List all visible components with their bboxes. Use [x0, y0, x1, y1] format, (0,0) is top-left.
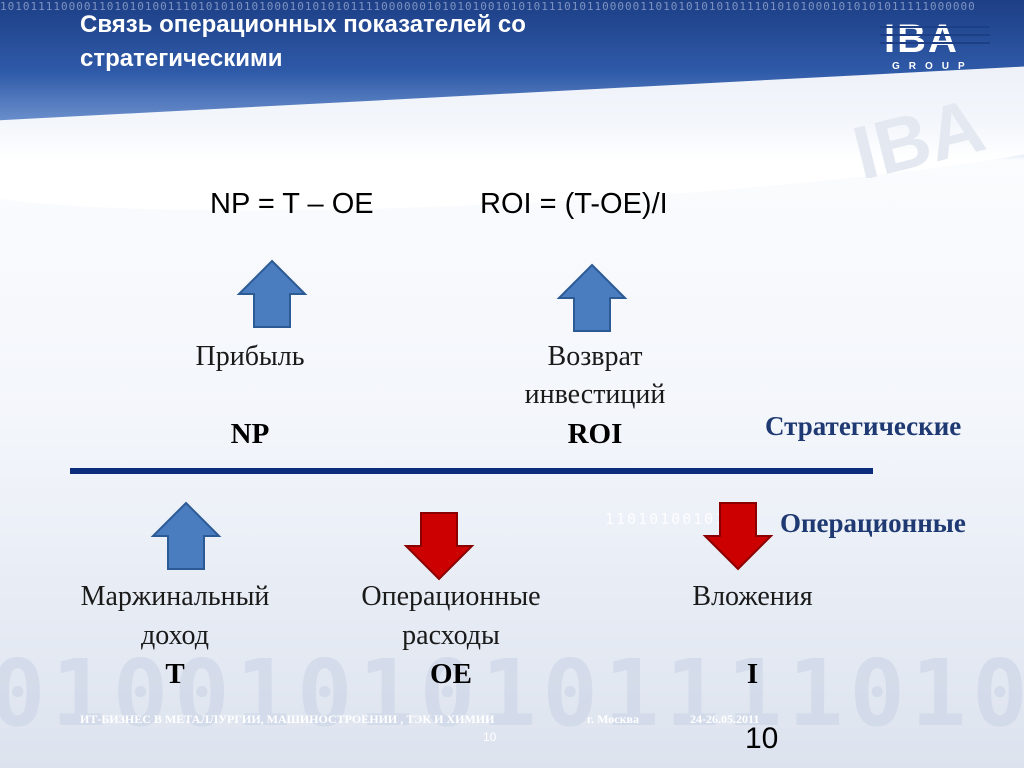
logo-stripes: [880, 26, 990, 44]
margin-label-line1: Маржинальный: [80, 581, 270, 612]
opex-label-line1: Операционные: [361, 581, 541, 612]
roi-label-line2: инвестиций: [524, 379, 666, 410]
binary-decor-top: 1010111100001101010100111010101010100010…: [0, 0, 976, 13]
i-abbr: I: [746, 658, 759, 690]
margin-label-line2: доход: [141, 620, 209, 651]
arrow-down-icon: [403, 512, 475, 581]
iba-logo-watermark: IBA: [845, 88, 993, 178]
iba-logo: IBA GROUP: [880, 17, 990, 72]
binary-decor-bottom: 010010101011110101010: [0, 640, 1024, 747]
page-number: 10: [745, 722, 779, 755]
np-formula: NP = T – OE: [210, 188, 374, 220]
t-abbr: T: [165, 658, 185, 690]
investment-label: Вложения: [692, 581, 813, 612]
logo-watermark-text: IBA: [845, 88, 993, 178]
arrow-up-icon: [236, 259, 308, 328]
roi-formula: ROI = (T-OE)/I: [480, 188, 668, 220]
logo-sub: GROUP: [892, 61, 974, 72]
opex-label-line2: расходы: [402, 620, 500, 651]
np-abbr: NP: [230, 418, 270, 450]
logo-text: IBA: [884, 17, 959, 61]
strategic-category: Стратегические: [765, 411, 962, 441]
footer-city: г. Москва: [587, 712, 639, 726]
profit-label: Прибыль: [195, 341, 305, 372]
binary-decor-mid: 1101010010110: [605, 510, 749, 528]
footer-event: ИТ-БИЗНЕС В МЕТАЛЛУРГИИ, МАШИНОСТРОЕНИИ …: [80, 712, 495, 726]
operational-category: Операционные: [780, 508, 966, 538]
arrow-up-icon: [556, 263, 628, 332]
divider-line: [70, 468, 873, 474]
footer-small-page: 10: [483, 730, 497, 744]
arrow-down-icon: [702, 502, 774, 571]
roi-label-line1: Возврат: [547, 341, 643, 372]
slide-title: Связь операционных показателей со страте…: [80, 11, 526, 72]
arrow-up-icon: [150, 501, 222, 570]
roi-abbr: ROI: [567, 418, 623, 450]
footer-dates: 24-26.05.2011: [690, 712, 760, 726]
oe-abbr: OE: [430, 658, 472, 690]
